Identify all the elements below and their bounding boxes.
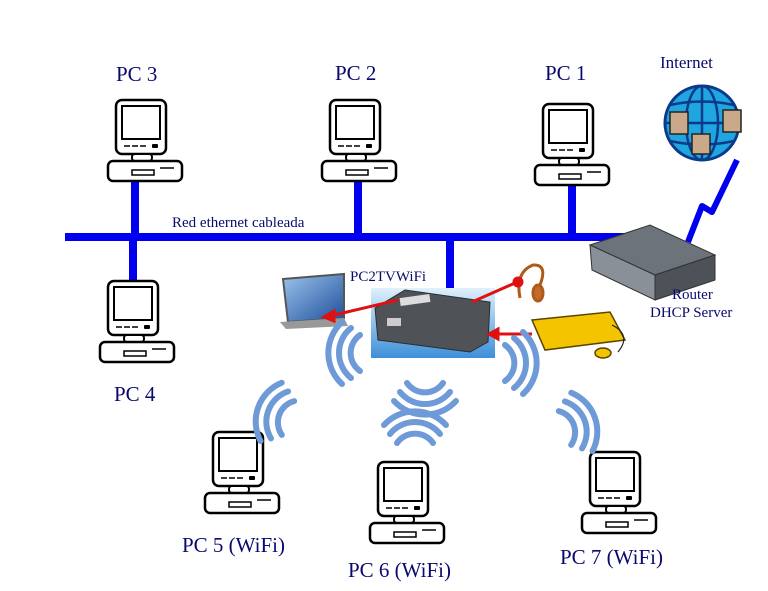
internet-label: Internet — [660, 53, 713, 72]
ethernet-label: Red ethernet cableada — [172, 215, 305, 231]
pc7-label: PC 7 (WiFi) — [560, 545, 663, 569]
router-label: Router — [672, 287, 713, 303]
tv-icon — [280, 272, 348, 329]
keyboard-icon — [530, 311, 627, 351]
pc2-label: PC 2 — [335, 61, 376, 85]
computer-icon-pc6 — [368, 460, 446, 545]
computer-icon-pc5 — [203, 430, 281, 515]
computer-icon-pc1 — [533, 102, 611, 187]
router-icon — [588, 224, 717, 301]
router-label-dhcp: DHCP Server — [650, 305, 732, 321]
pc5-label: PC 5 (WiFi) — [182, 533, 285, 557]
ethernet-bus — [65, 180, 636, 296]
pc4-label: PC 4 — [114, 382, 156, 406]
pc1-label: PC 1 — [545, 61, 586, 85]
computer-icon-pc2 — [320, 98, 398, 183]
computer-icon-pc3 — [106, 98, 184, 183]
globe-icon — [663, 84, 742, 162]
internet-link — [685, 158, 740, 244]
pc3-label: PC 3 — [116, 62, 157, 86]
device-connections — [320, 276, 532, 342]
mouse-icon — [594, 347, 612, 359]
computer-icon-pc7 — [580, 450, 658, 535]
pc6-label: PC 6 (WiFi) — [348, 558, 451, 582]
computer-icon-pc4 — [98, 279, 176, 364]
device-label: PC2TVWiFi — [350, 269, 426, 285]
